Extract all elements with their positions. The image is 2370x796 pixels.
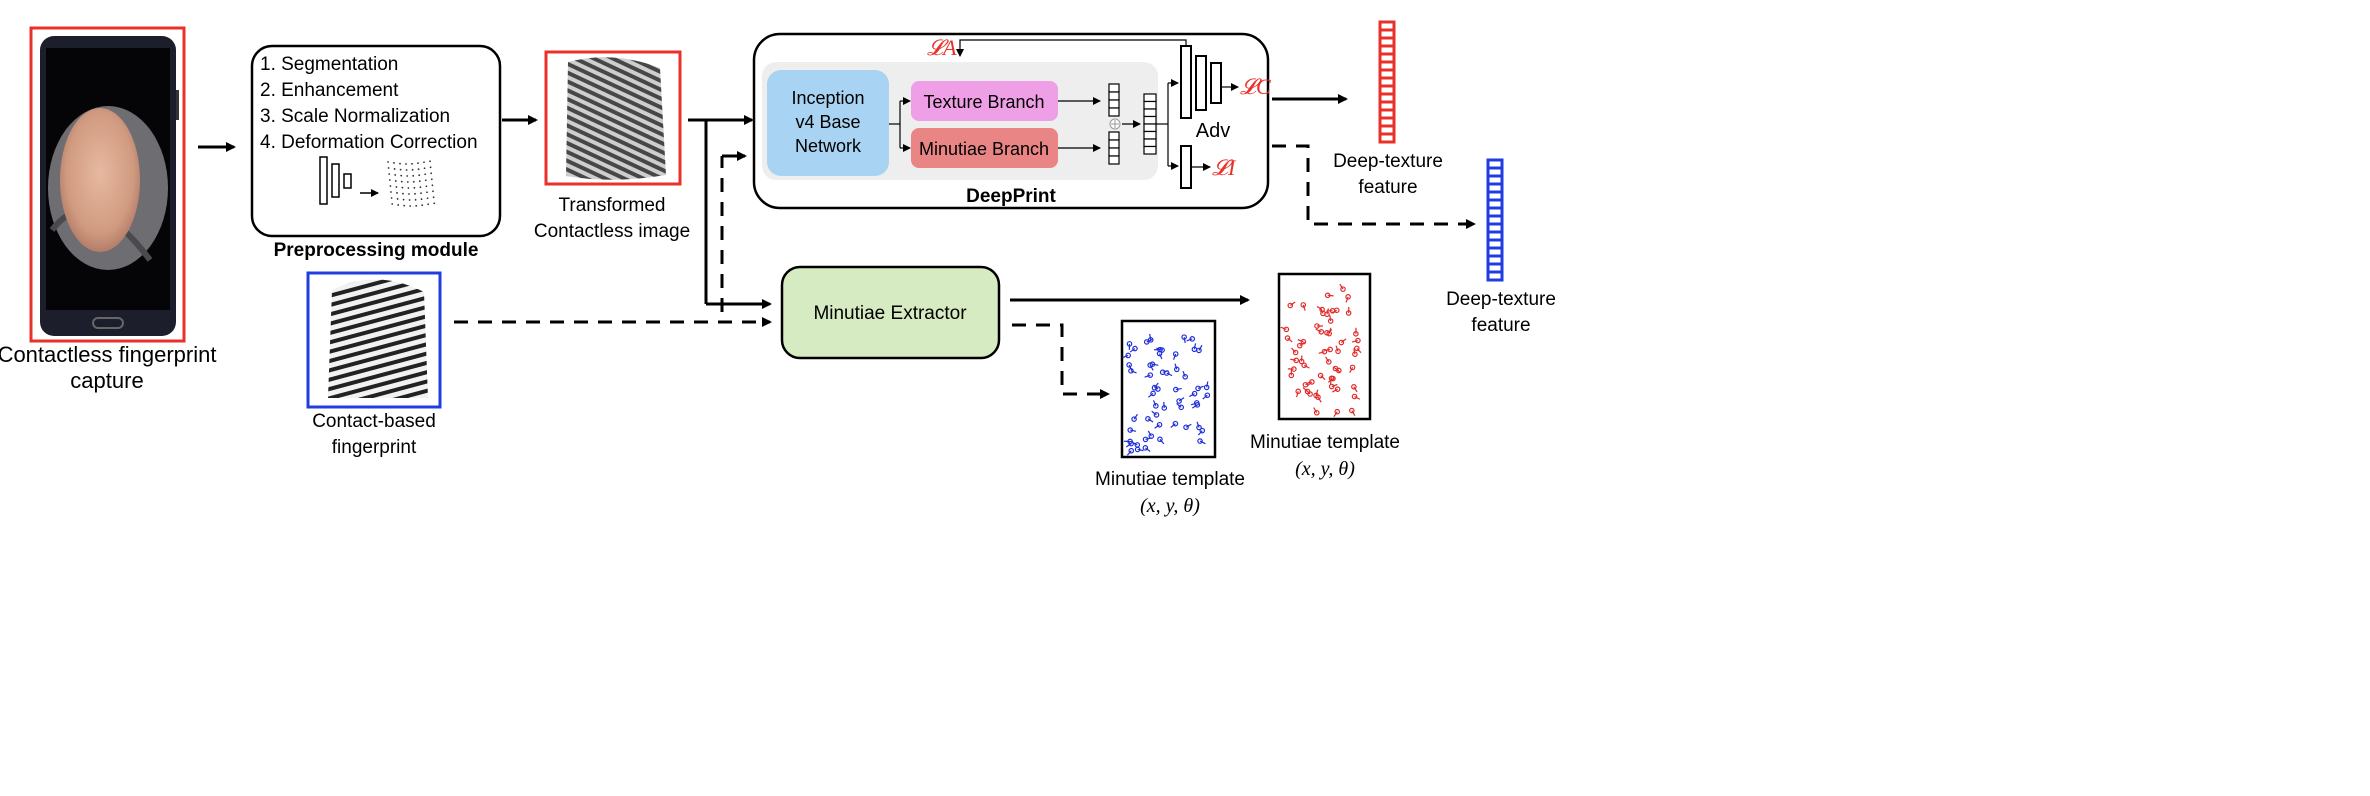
- inception-label-line-3: Network: [795, 136, 862, 156]
- inception-label-line-2: v4 Base: [795, 112, 860, 132]
- inception-label-line-1: Inception: [791, 88, 864, 108]
- blue-feature-label-line-1: Deep-texture: [1446, 289, 1556, 310]
- phone-side-button: [176, 90, 179, 120]
- connector-contact: [454, 151, 772, 327]
- minutiae-branch-label: Minutiae Branch: [919, 139, 1049, 159]
- arrow-deepprint-to-blue-feature: [1272, 144, 1476, 229]
- loss-a-feedback-arrow: [956, 39, 1187, 57]
- loss-a-label: 𝓛A: [927, 35, 957, 60]
- contact-caption-line-2: fingerprint: [332, 437, 417, 458]
- minutiae-branch-box: [911, 128, 1058, 168]
- blue-template-label-line-1: Minutiae template: [1095, 469, 1245, 490]
- red-feature-label-line-1: Deep-texture: [1333, 151, 1443, 172]
- deep-texture-feature-blue: [1486, 158, 1504, 282]
- minutiae-feature-vector: [1108, 131, 1120, 165]
- connector-transformed: [688, 115, 772, 309]
- phone-highlight-frame: [29, 26, 186, 343]
- preprocessing-box: [250, 44, 502, 238]
- transformed-contactless-image: Transformed Contactless image: [534, 50, 690, 242]
- deep-texture-feature-red: [1378, 20, 1396, 144]
- red-template-label-line-1: Minutiae template: [1250, 432, 1400, 453]
- blue-feature-label-line-2: feature: [1471, 315, 1530, 336]
- red-minutiae-points: [1280, 283, 1362, 417]
- minutiae-extractor-label: Minutiae Extractor: [813, 303, 967, 324]
- blue-template-frame: [1120, 319, 1217, 459]
- combined-feature-vector: [1143, 93, 1157, 155]
- phone-caption-line-2: capture: [70, 368, 143, 393]
- blue-minutiae-points: [1122, 333, 1211, 456]
- thumb-image: [60, 108, 140, 252]
- preprocessing-step-1: 1. Segmentation: [260, 54, 398, 75]
- red-template-label-line-2: (x, y, θ): [1295, 458, 1355, 480]
- minutiae-extractor-box: [780, 265, 1001, 360]
- contact-fingerprint: [328, 279, 428, 398]
- texture-branch-box: [911, 81, 1058, 121]
- deepprint-title: DeepPrint: [966, 186, 1056, 207]
- preprocessing-module: 1. Segmentation 2. Enhancement 3. Scale …: [250, 44, 502, 261]
- minutiae-extractor-module: Minutiae Extractor: [780, 265, 1001, 360]
- inception-base-network-box: [767, 70, 889, 176]
- arrow-extractor-to-blue-template: [1012, 323, 1110, 399]
- contact-caption-line-1: Contact-based: [312, 411, 436, 432]
- transformed-fingerprint: [566, 57, 666, 180]
- loss-i-label: 𝓛I: [1212, 155, 1237, 180]
- phone-home-button: [92, 317, 124, 329]
- transformed-caption-line-1: Transformed: [559, 195, 666, 216]
- minutiae-template-blue: [1120, 319, 1217, 459]
- loss-c-label: 𝓛C: [1240, 74, 1271, 99]
- phone-caption-line-1: Contactless fingerprint: [0, 342, 216, 367]
- stn-network-icon: [319, 156, 379, 205]
- preprocessing-step-3: 3. Scale Normalization: [260, 106, 450, 127]
- red-feature-label-line-2: feature: [1358, 177, 1417, 198]
- preprocessing-step-2: 2. Enhancement: [260, 80, 399, 101]
- deformation-grid-icon: [387, 160, 436, 207]
- texture-feature-vector: [1108, 83, 1120, 117]
- texture-branch-label: Texture Branch: [923, 92, 1044, 112]
- contactless-capture-phone: Contactless fingerprint capture: [0, 26, 216, 393]
- preprocessing-step-4: 4. Deformation Correction: [260, 132, 478, 153]
- transformed-caption-line-2: Contactless image: [534, 221, 690, 242]
- concat-symbol: [1109, 118, 1121, 130]
- contact-based-fingerprint: Contact-based fingerprint: [306, 271, 442, 458]
- deepprint-module: Inception v4 Base Network Texture Branch…: [752, 32, 1271, 210]
- adv-label: Adv: [1196, 120, 1230, 142]
- blue-template-label-line-2: (x, y, θ): [1140, 495, 1200, 517]
- minutiae-template-red: [1277, 272, 1372, 421]
- identity-head: [1180, 145, 1192, 189]
- preprocessing-title: Preprocessing module: [274, 240, 479, 261]
